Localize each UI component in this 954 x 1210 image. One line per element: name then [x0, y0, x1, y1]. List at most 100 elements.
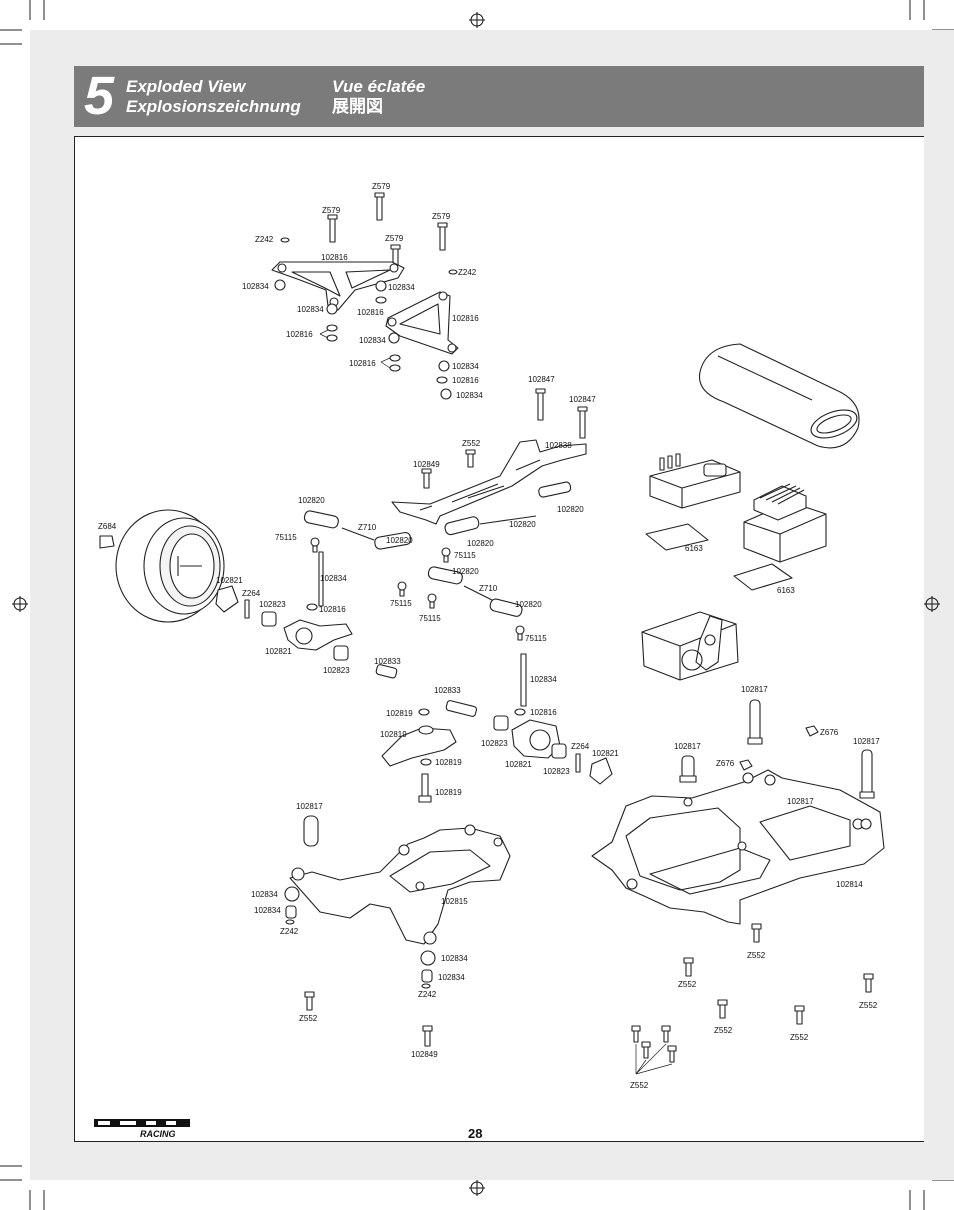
- part-label: 102834: [438, 973, 465, 982]
- part-label: 6163: [685, 544, 703, 553]
- part-label: 102834: [254, 906, 281, 915]
- part-label: 75115: [525, 634, 547, 643]
- part-label: 102847: [569, 395, 596, 404]
- part-label: 102834: [359, 336, 386, 345]
- screw-z579: [327, 192, 448, 273]
- part-label: Z579: [385, 234, 404, 243]
- part-label: 102819: [435, 788, 462, 797]
- part-label: Z579: [372, 182, 391, 191]
- part-label: 102834: [251, 890, 278, 899]
- part-label: 102834: [297, 305, 324, 314]
- part-label: 102821: [592, 749, 619, 758]
- part-label: 102814: [836, 880, 863, 889]
- part-label: 102816: [321, 253, 348, 262]
- part-label: 75115: [390, 599, 412, 608]
- part-label: 102834: [320, 574, 347, 583]
- part-label: 102834: [242, 282, 269, 291]
- battery-pack: [698, 343, 860, 449]
- title-german: Explosionszeichnung: [126, 97, 301, 116]
- part-label: 102819: [380, 730, 407, 739]
- part-label: 6163: [777, 586, 795, 595]
- part-label: 102817: [296, 802, 323, 811]
- logo-subtext: RACING: [140, 1129, 176, 1139]
- part-label: Z552: [299, 1014, 318, 1023]
- part-label: Z242: [458, 268, 477, 277]
- part-label: 102849: [411, 1050, 438, 1059]
- part-label: 102833: [374, 657, 401, 666]
- part-label: 102847: [528, 375, 555, 384]
- part-label: 102820: [452, 567, 479, 576]
- part-label: 102819: [435, 758, 462, 767]
- part-label: 102817: [674, 742, 701, 751]
- part-label: 102816: [319, 605, 346, 614]
- part-label: 102815: [441, 897, 468, 906]
- part-label: 102834: [452, 362, 479, 371]
- part-label: Z242: [418, 990, 437, 999]
- part-label: 102849: [413, 460, 440, 469]
- part-label: 102820: [298, 496, 325, 505]
- part-label: 102820: [386, 536, 413, 545]
- part-label: Z552: [747, 951, 766, 960]
- part-label: 102838: [545, 441, 572, 450]
- part-label: 102821: [265, 647, 292, 656]
- part-label: 102820: [515, 600, 542, 609]
- part-label: Z676: [716, 759, 735, 768]
- part-label: Z242: [255, 235, 274, 244]
- part-label: Z552: [678, 980, 697, 989]
- step-number: 5: [84, 66, 115, 126]
- part-label: 102833: [434, 686, 461, 695]
- front-bulkhead: [289, 824, 511, 945]
- part-label: 102823: [543, 767, 570, 776]
- part-label: Z552: [859, 1001, 878, 1010]
- part-label: 102816: [286, 330, 313, 339]
- title-french: Vue éclatée: [332, 77, 426, 96]
- hpi-racing-logo: RACING: [94, 1116, 194, 1145]
- part-label: 75115: [275, 533, 297, 542]
- part-label: 102816: [452, 376, 479, 385]
- part-label: 102820: [509, 520, 536, 529]
- part-label: 102816: [452, 314, 479, 323]
- part-label: Z710: [358, 523, 377, 532]
- part-label: 102821: [505, 760, 532, 769]
- part-label: Z264: [571, 742, 590, 751]
- part-label: 102816: [530, 708, 557, 717]
- title-japanese: 展開図: [332, 97, 383, 116]
- title-english: Exploded View: [126, 77, 246, 96]
- part-label: 102816: [349, 359, 376, 368]
- servo: [641, 611, 739, 681]
- section-header: [74, 66, 924, 127]
- part-label: 102823: [481, 739, 508, 748]
- part-label: Z684: [98, 522, 117, 531]
- screw-z552: [304, 923, 874, 1063]
- part-label: Z552: [630, 1081, 649, 1090]
- part-label: 102834: [388, 283, 415, 292]
- part-label: 102834: [530, 675, 557, 684]
- part-label: Z552: [714, 1026, 733, 1035]
- part-label: 102819: [386, 709, 413, 718]
- receiver: [649, 453, 741, 509]
- part-label: Z710: [479, 584, 498, 593]
- part-label: 75115: [454, 551, 476, 560]
- part-label: 102820: [467, 539, 494, 548]
- part-label: 102823: [323, 666, 350, 675]
- part-label: 102834: [441, 954, 468, 963]
- main-chassis: [591, 769, 885, 925]
- part-label: 102823: [259, 600, 286, 609]
- part-label: Z264: [242, 589, 261, 598]
- ball-connector: [274, 279, 452, 400]
- wheel: [115, 509, 225, 623]
- part-label: 102821: [216, 576, 243, 585]
- part-label: Z552: [790, 1033, 809, 1042]
- part-label: 102817: [787, 797, 814, 806]
- part-label: Z242: [280, 927, 299, 936]
- part-label: 102817: [741, 685, 768, 694]
- part-label: Z579: [322, 206, 341, 215]
- part-label: Z552: [462, 439, 481, 448]
- part-label: 75115: [419, 614, 441, 623]
- page-number: 28: [468, 1126, 483, 1141]
- hpi-racing-logo-icon: RACING: [94, 1119, 190, 1139]
- part-label: 102816: [357, 308, 384, 317]
